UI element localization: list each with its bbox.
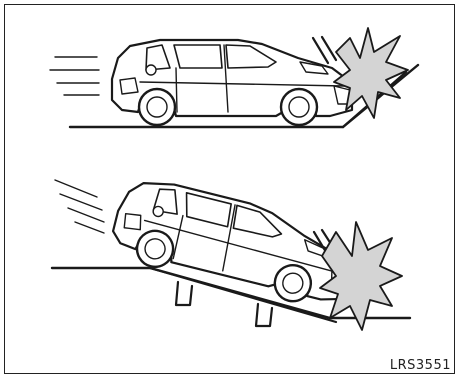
bottom-panel	[52, 173, 410, 330]
bottom-motion-lines	[55, 180, 104, 233]
top-hood-debris	[313, 37, 336, 63]
top-panel	[50, 28, 418, 127]
top-car	[112, 40, 352, 125]
top-motion-lines	[50, 57, 99, 95]
bottom-post-left	[176, 282, 192, 305]
bottom-post-right	[256, 304, 272, 326]
figure-code-label: LRS3551	[390, 358, 451, 373]
